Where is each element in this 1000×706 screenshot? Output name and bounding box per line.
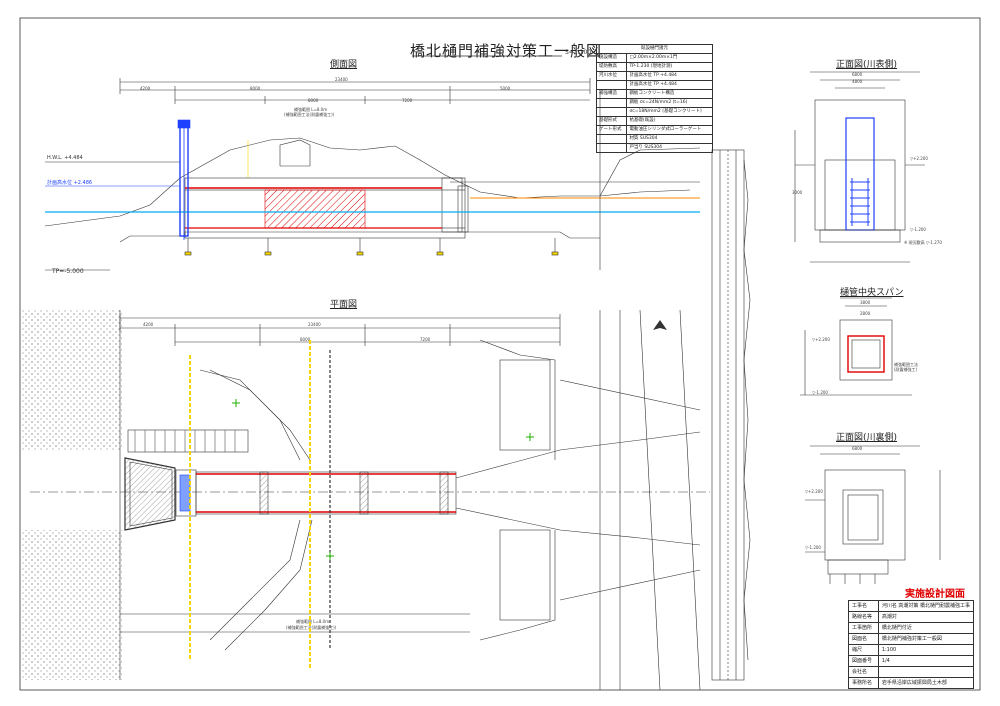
plan-dim-a: 4200 [143,322,154,327]
front-land-view-title: 正面図(川裏側) [836,433,898,443]
side-dim-total: 23400 [335,77,348,82]
side-dim-a: 7200 [402,98,413,103]
title-block-row: 路線名等高潮対 [848,611,975,623]
front-dim-w: 6800 [852,72,863,77]
plan-dim-b: 7200 [420,337,431,342]
spec-key [595,143,628,153]
front-note: ※ 現況敷高 ▽-1.270 [904,240,942,245]
spec-value: 戸当り SUS304 [626,143,713,153]
center-span-view-title: 樋管中央スパン [840,288,904,298]
span-dim-inner: 2800 [860,311,871,316]
side-view [44,78,701,271]
plan-note-b: (補強範囲工法(耐震補強工)) [286,625,337,630]
front-land-lvl-1: ▽+2.200 [805,489,823,494]
front-river-view-title: 正面図(川表側) [836,60,898,70]
plan-dim-total: 23400 [308,322,321,327]
plan-view-title: 平面図 [330,300,358,310]
front-dim-h: 3000 [792,190,803,195]
front-river-view [794,71,925,263]
span-note-a: 補強範囲工法 [894,362,918,367]
drawing-title: 橋北樋門補強対策工一般図 [410,42,603,60]
span-lvl-1: ▽+2.200 [812,337,830,342]
span-dim-w: 3800 [860,300,871,305]
spec-row: 戸当り SUS304 [595,143,713,153]
tp-base-label: TP=-5.000 [52,268,84,275]
plan-dim-c: 8000 [300,337,311,342]
front-land-view [805,445,941,584]
span-lvl-2: ▽-1.200 [812,390,828,395]
longitudinal-strip [711,149,751,681]
sheet-border [19,17,981,691]
front-lvl-1: ▽+2.200 [910,156,928,161]
title-block: 工事名河川名 高潮対策 橋北樋門耐震補強工事路線名等高潮対工事箇所橋北樋門付近図… [848,600,975,689]
plan-flow-label: 計画高水位 +2.486 [47,180,93,186]
side-dim-left: 4200 [140,86,151,91]
plan-view [22,309,710,691]
side-dim-mid: 8000 [250,86,261,91]
design-stamp: 実施設計図面 [905,589,965,600]
title-block-row: 事務所名岩手県沿岸広域振興局土木部 [848,677,975,689]
hwl-label: H.W.L. +4.484 [47,155,83,161]
front-land-lvl-2: ▽-1.200 [805,545,821,550]
drawing-scale: S=1:100 [565,49,592,56]
side-note-b: (補強範囲工法(耐震補強工)) [284,112,335,117]
side-view-title: 側面図 [330,60,358,70]
front-land-dim-w: 6800 [852,446,863,451]
side-dim-b: 8000 [308,98,319,103]
front-lvl-2: ▽-1.200 [910,227,926,232]
title-block-value: 岩手県沿岸広域振興局土木部 [877,677,975,689]
span-note-b: (耐震補強工) [894,367,918,372]
title-block-row: 工事箇所橋北樋門付近 [848,622,975,634]
center-span-view [800,297,912,396]
side-dim-right: 5000 [500,86,511,91]
plan-note-a: 補強範囲 L=8.0m [296,619,330,624]
side-note-a: 補強範囲 L=8.0m [294,107,328,112]
front-dim-inner: 4800 [852,79,863,84]
